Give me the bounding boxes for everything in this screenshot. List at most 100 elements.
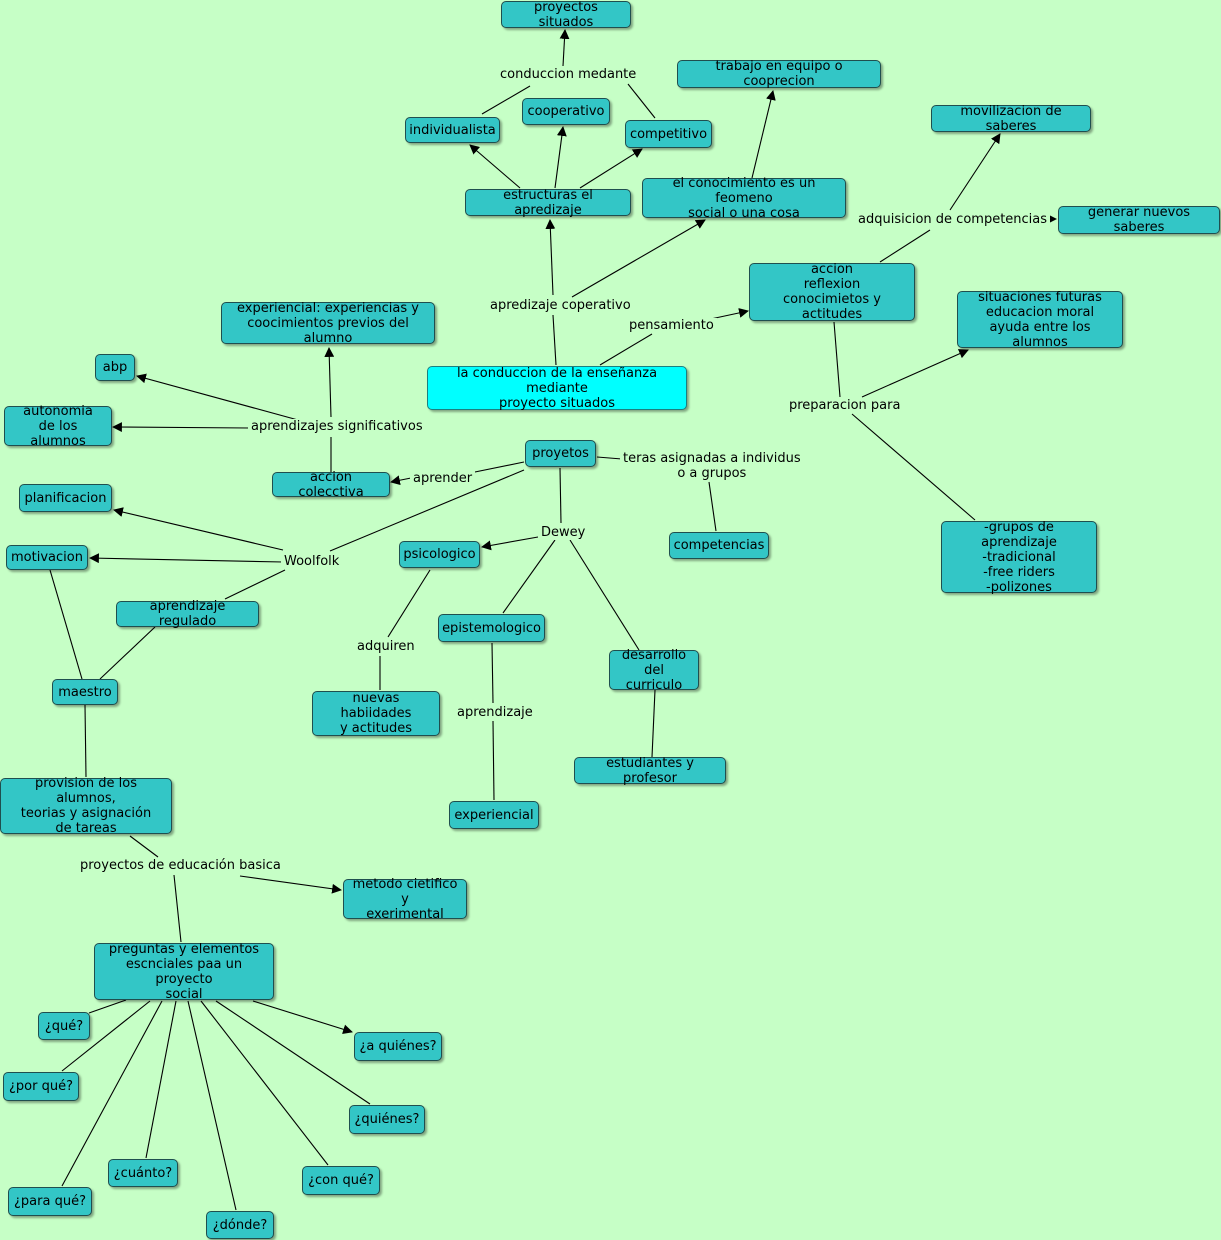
edge-proyetos-aprender bbox=[469, 461, 525, 474]
edge-preguntas-donde bbox=[187, 1000, 237, 1211]
node-competitivo[interactable]: competitivo bbox=[625, 120, 712, 148]
node-autonomia-alumnos[interactable]: autonomia de los alumnos bbox=[4, 404, 112, 449]
node-epistemologico[interactable]: epistemologico bbox=[438, 614, 545, 642]
link-pensamiento: pensamiento bbox=[626, 318, 717, 333]
edge-individualista-conduccion bbox=[481, 85, 531, 115]
node-accion-colectiva[interactable]: accion colecctiva bbox=[272, 470, 390, 500]
node-experiencial-previo[interactable]: experiencial: experiencias y coocimiento… bbox=[221, 301, 435, 346]
edge-basica-preguntas bbox=[173, 874, 182, 943]
edge-proyetos-dewey bbox=[559, 467, 562, 524]
edge-maestro-provision bbox=[84, 704, 87, 778]
edge-conduccion-proyectos bbox=[559, 29, 570, 67]
edge-proyetos-tareas bbox=[596, 456, 623, 460]
node-provision-alumnos[interactable]: provision de los alumnos, teorias y asig… bbox=[0, 776, 172, 836]
node-cuanto[interactable]: ¿cuánto? bbox=[108, 1159, 178, 1187]
edge-accion-preparacion bbox=[833, 321, 841, 398]
node-grupos-aprendizaje[interactable]: -grupos de aprendizaje -tradicional -fre… bbox=[941, 520, 1097, 595]
node-maestro[interactable]: maestro bbox=[52, 679, 118, 705]
node-conocimiento-social[interactable]: el conocimiento es un feomeno social o u… bbox=[642, 176, 846, 221]
edge-conocimiento-trabajo bbox=[751, 90, 776, 179]
edge-adquisicion-movilizacion bbox=[949, 133, 1001, 211]
node-motivacion[interactable]: motivacion bbox=[6, 545, 88, 570]
node-a-quienes[interactable]: ¿a quiénes? bbox=[354, 1032, 442, 1061]
edge-motivacion-maestro bbox=[49, 569, 83, 680]
link-adquisicion-competencias: adquisicion de competencias bbox=[855, 212, 1051, 227]
link-dewey: Dewey bbox=[538, 525, 589, 540]
node-aprendizaje-regulado[interactable]: aprendizaje regulado bbox=[116, 599, 259, 629]
node-accion-reflexion[interactable]: accion reflexion conocimietos y actitude… bbox=[749, 262, 915, 322]
edge-woolfolk-regulado bbox=[224, 569, 286, 600]
edge-psicologico-adquiren bbox=[387, 569, 431, 638]
node-situaciones-futuras[interactable]: situaciones futuras educacion moral ayud… bbox=[957, 290, 1123, 350]
edge-desarrollo-estudiantes bbox=[651, 689, 656, 758]
edge-preparacion-grupos bbox=[851, 413, 976, 521]
node-estructuras-aprendizaje[interactable]: estructuras el apredizaje bbox=[465, 188, 631, 218]
edge-dewey-psicologico bbox=[481, 536, 539, 551]
link-conduccion-medante: conduccion medante bbox=[497, 67, 640, 82]
edge-significativos-experiencial bbox=[324, 347, 335, 418]
edge-root-cooperativo bbox=[552, 314, 557, 366]
node-individualista[interactable]: individualista bbox=[405, 117, 500, 143]
edge-accion-adquisicion bbox=[879, 229, 931, 263]
node-quienes[interactable]: ¿quiénes? bbox=[349, 1105, 425, 1134]
edge-cooperativo-estructuras bbox=[545, 219, 556, 296]
node-proyetos[interactable]: proyetos bbox=[525, 440, 596, 467]
link-aprendizaje-cooperativo: apredizaje coperativo bbox=[487, 298, 634, 313]
node-para-que[interactable]: ¿para qué? bbox=[8, 1187, 92, 1216]
edge-preguntas-quienes bbox=[215, 1000, 371, 1105]
node-experiencial[interactable]: experiencial bbox=[449, 801, 539, 829]
node-cooperativo[interactable]: cooperativo bbox=[522, 98, 610, 125]
edge-estructuras-individualista bbox=[469, 144, 521, 189]
edge-root-pensamiento bbox=[599, 333, 653, 366]
edge-competitivo-conduccion bbox=[627, 83, 656, 119]
edge-tareas-competencias bbox=[708, 481, 717, 532]
node-con-que[interactable]: ¿con qué? bbox=[302, 1166, 380, 1195]
edge-woolfolk-planificacion bbox=[113, 507, 284, 551]
edge-significativos-abp bbox=[136, 373, 299, 421]
edge-aprendizaje-experiencial bbox=[492, 720, 495, 801]
edge-proyetos-woolfolk bbox=[329, 469, 525, 552]
node-abp[interactable]: abp bbox=[95, 354, 135, 381]
edge-provision-basica bbox=[129, 835, 159, 858]
node-trabajo-equipo[interactable]: trabajo en equipo o cooprecion bbox=[677, 59, 881, 89]
edge-epistemologico-aprendizaje bbox=[491, 642, 494, 704]
edge-dewey-desarrollo bbox=[569, 539, 640, 651]
edge-woolfolk-motivacion bbox=[89, 553, 284, 564]
edge-dewey-epistemologico bbox=[502, 539, 556, 614]
edge-aprender-accion bbox=[390, 475, 412, 486]
edge-preguntas-a-quienes bbox=[252, 1000, 353, 1035]
edge-regulado-maestro bbox=[99, 626, 156, 680]
edge-cooperativo-conocimiento bbox=[571, 219, 706, 298]
node-donde[interactable]: ¿dónde? bbox=[206, 1211, 274, 1239]
link-adquiren: adquiren bbox=[354, 639, 418, 654]
edge-preguntas-que bbox=[88, 999, 127, 1014]
link-preparacion-para: preparacion para bbox=[786, 398, 904, 413]
node-preguntas-elementos[interactable]: preguntas y elementos escnciales paa un … bbox=[94, 942, 274, 1002]
link-tareas-asignadas: teras asignadas a individus o a grupos bbox=[620, 451, 804, 481]
edge-basica-metodo bbox=[239, 875, 342, 894]
edge-preparacion-situaciones bbox=[861, 349, 969, 398]
link-proyectos-educacion-basica: proyectos de educación basica bbox=[77, 858, 284, 873]
link-woolfolk: Woolfolk bbox=[281, 554, 343, 569]
edge-preguntas-con-que bbox=[200, 1000, 329, 1166]
node-metodo-cientifico[interactable]: metodo cietifico y exerimental bbox=[343, 877, 467, 922]
link-aprendizajes-significativos: aprendizajes significativos bbox=[248, 419, 426, 434]
link-aprendizaje: aprendizaje bbox=[454, 705, 536, 720]
node-que[interactable]: ¿qué? bbox=[38, 1012, 90, 1040]
node-estudiantes-profesor[interactable]: estudiantes y profesor bbox=[574, 756, 726, 786]
node-proyectos-situados[interactable]: proyectos situados bbox=[501, 0, 631, 30]
edge-preguntas-por-que bbox=[61, 1000, 151, 1072]
edge-preguntas-para-que bbox=[61, 1000, 163, 1187]
root-node-conduccion-proyectos[interactable]: la conduccion de la enseñanza mediante p… bbox=[427, 366, 687, 411]
node-psicologico[interactable]: psicologico bbox=[399, 541, 480, 568]
node-por-que[interactable]: ¿por qué? bbox=[3, 1072, 79, 1101]
node-planificacion[interactable]: planificacion bbox=[19, 484, 112, 512]
node-movilizacion-saberes[interactable]: movilizacion de saberes bbox=[931, 104, 1091, 134]
node-generar-saberes[interactable]: generar nuevos saberes bbox=[1058, 205, 1220, 235]
node-nuevas-habilidades[interactable]: nuevas habiidades y actitudes bbox=[312, 691, 440, 736]
edge-preguntas-cuanto bbox=[145, 1000, 177, 1159]
link-aprender: aprender bbox=[410, 471, 476, 486]
node-competencias[interactable]: competencias bbox=[669, 532, 769, 559]
node-desarrollo-curriculo[interactable]: desarrollo del curriculo bbox=[609, 648, 699, 693]
